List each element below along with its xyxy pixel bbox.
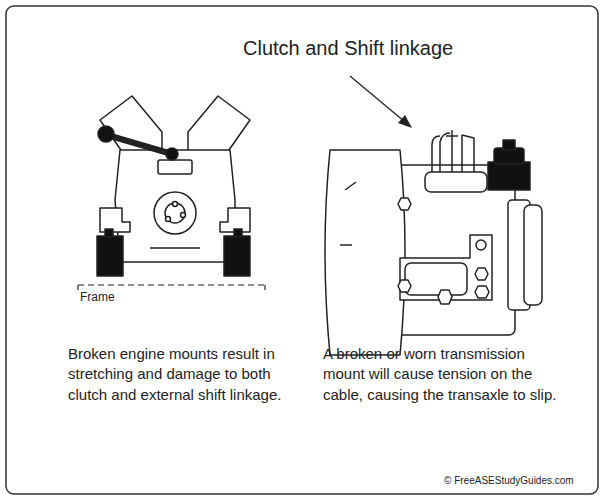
transmission-figure bbox=[325, 130, 542, 355]
outer-border bbox=[6, 6, 598, 494]
watermark: © FreeASEStudyGuides.com bbox=[444, 474, 594, 488]
caption-text: A broken or worn transmission mount will… bbox=[323, 344, 568, 405]
frame-label: Frame bbox=[80, 289, 160, 305]
engine-figure bbox=[78, 96, 265, 290]
caption-text: Broken engine mounts result in stretchin… bbox=[68, 344, 283, 405]
leader-arrow bbox=[350, 76, 412, 128]
callout-label: Clutch and Shift linkage bbox=[243, 35, 543, 62]
